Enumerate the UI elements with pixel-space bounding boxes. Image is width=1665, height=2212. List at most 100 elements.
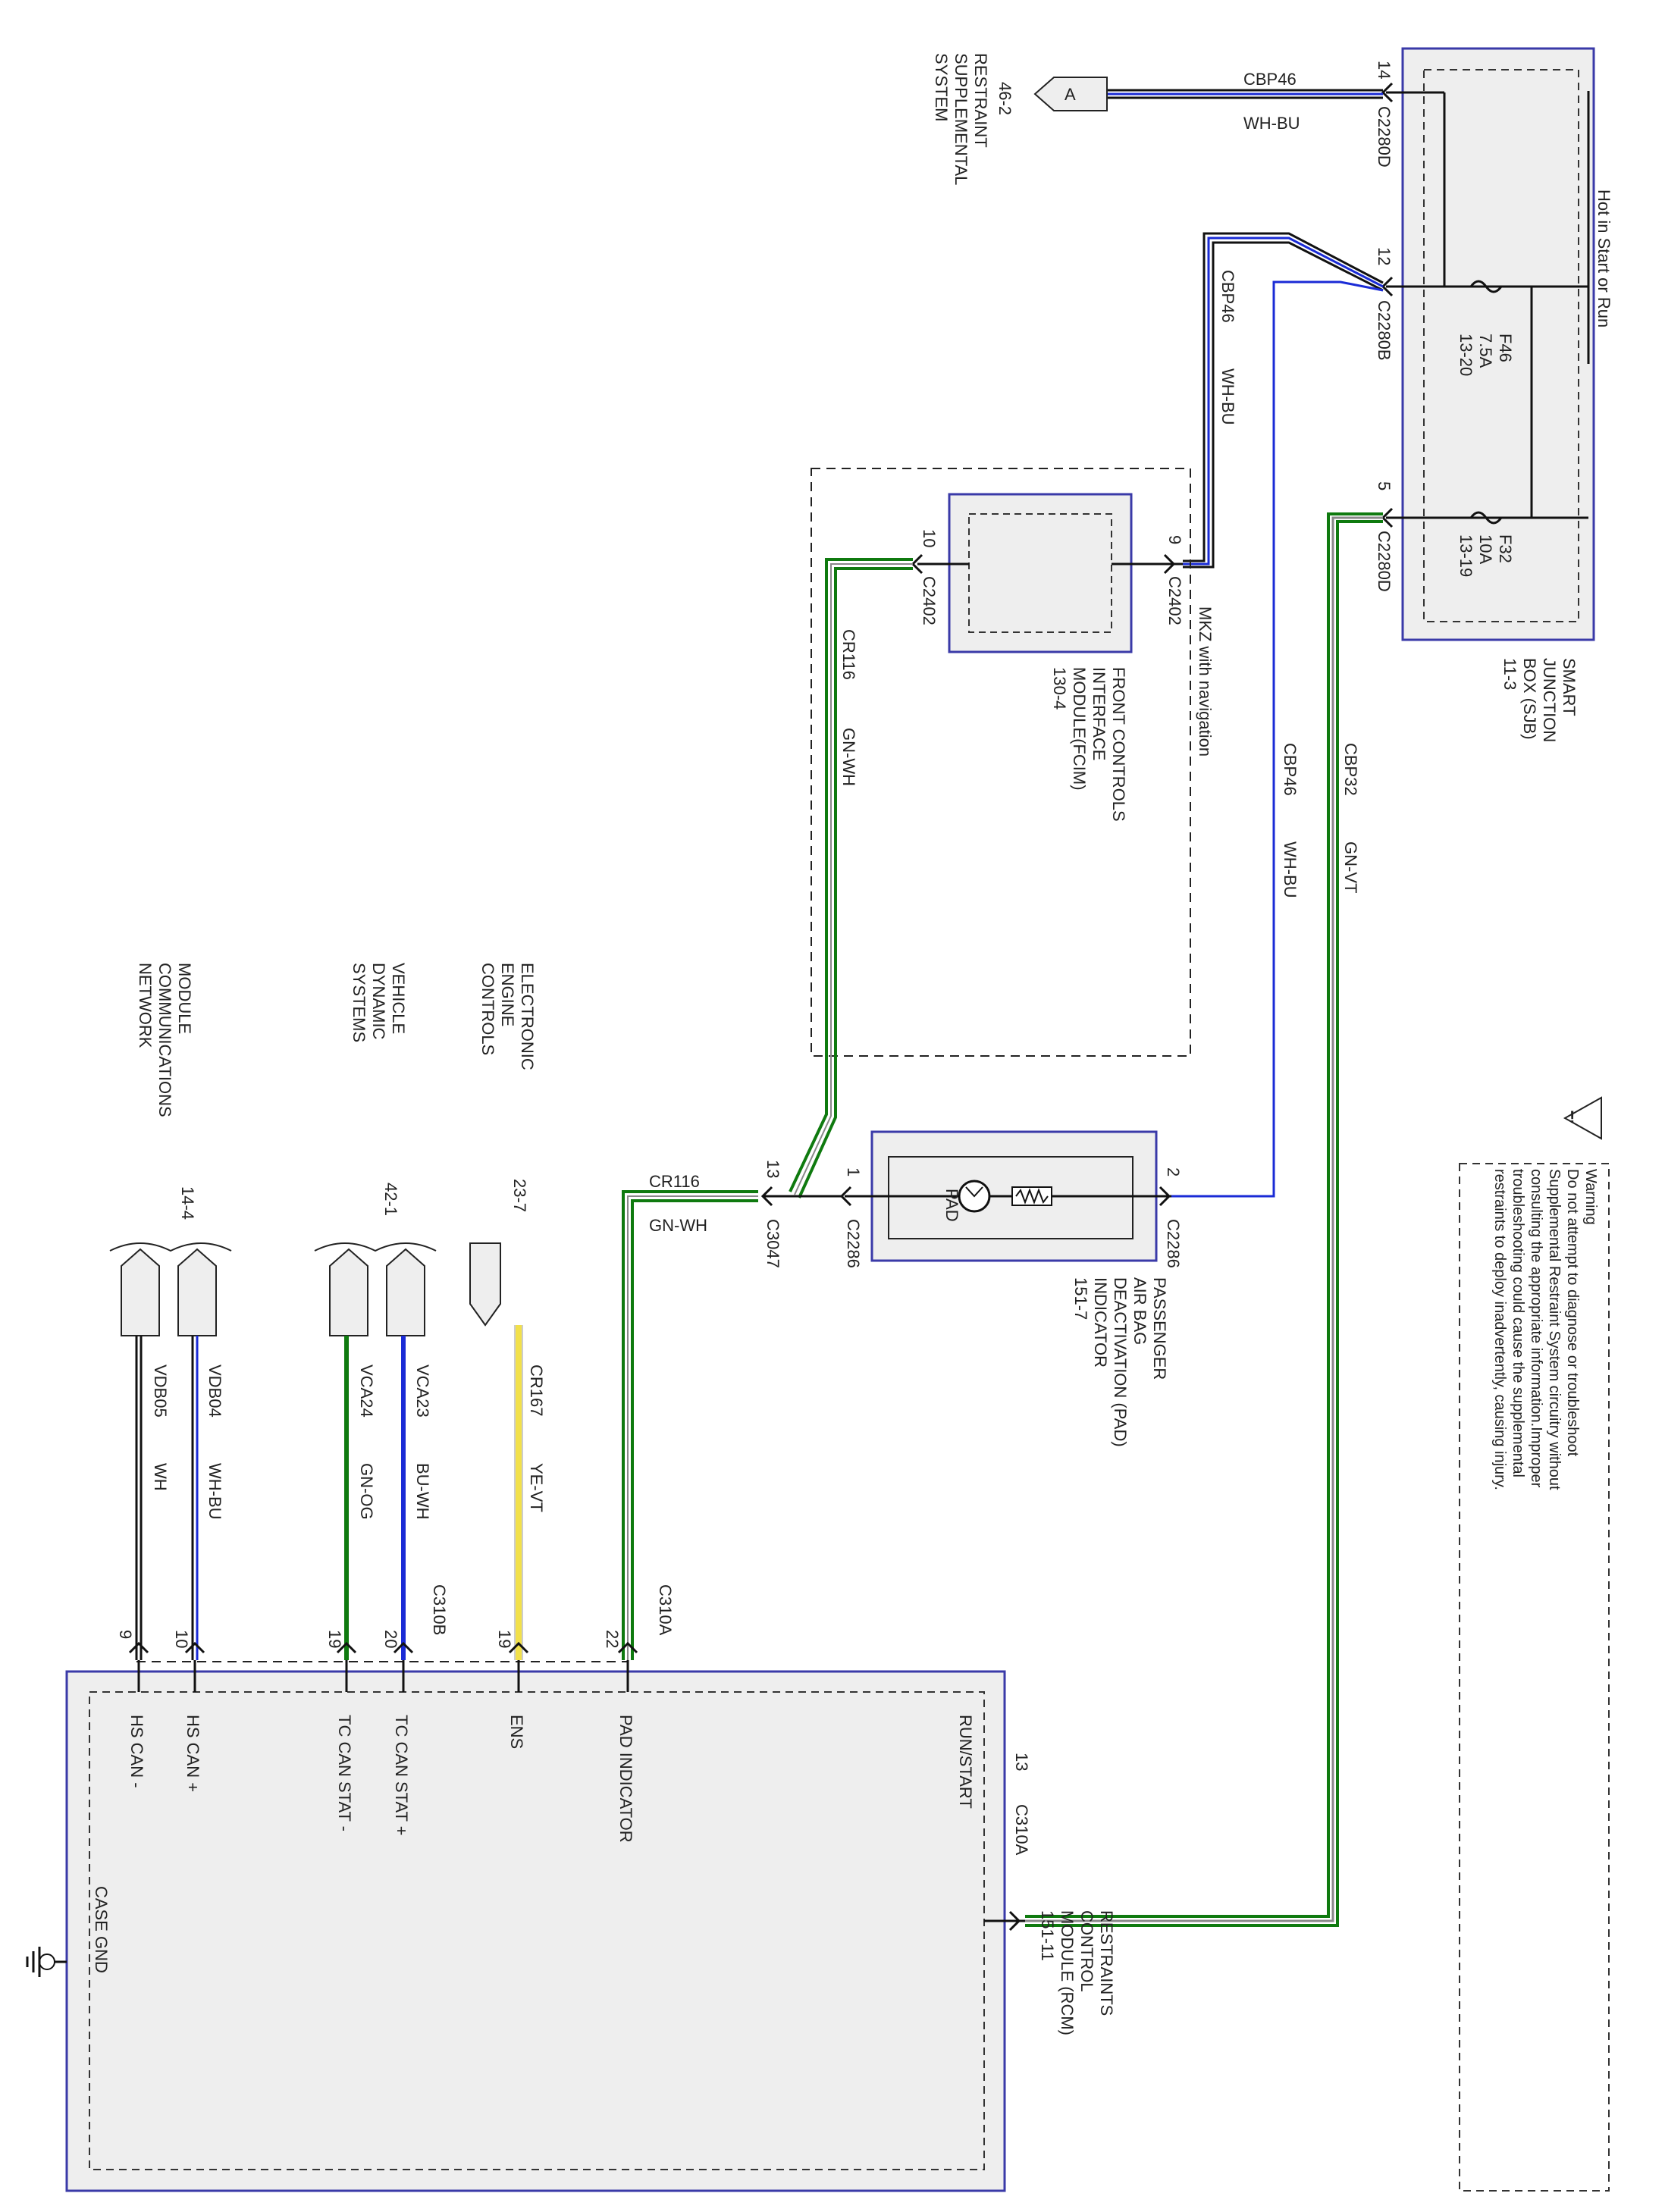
wire-cbp32-color: GN-VT <box>1341 841 1360 893</box>
rcm-tc-can-minus-label: TC CAN STAT - <box>335 1715 354 1831</box>
wire-cr167-circuit: CR167 <box>527 1364 546 1416</box>
pin-20-label: 20 <box>381 1630 400 1648</box>
pad-name-1: PASSENGER <box>1150 1277 1169 1380</box>
wire-cbp46-mid-circuit: CBP46 <box>1218 270 1237 323</box>
mcn-connector-a <box>121 1248 160 1336</box>
vds-reference: VEHICLE DYNAMIC SYSTEMS 42-1 VCA23 BU-WH… <box>314 963 437 1660</box>
c2402-b-label: C2402 <box>920 576 939 625</box>
rcm-tc-can-plus-label: TC CAN STAT + <box>392 1715 411 1836</box>
rss-connector-letter: A <box>1065 85 1076 104</box>
wire-cbp32-circuit: CBP32 <box>1341 743 1360 796</box>
fcim-name-2: INTERFACE <box>1090 667 1108 760</box>
pin-20-arrow <box>393 1641 414 1654</box>
warning-line-1: Warning <box>1582 1169 1599 1225</box>
wire-vdb04-color: WH-BU <box>205 1463 224 1520</box>
vds-code: 42-1 <box>381 1183 400 1216</box>
fuse-f46-ref: 13-20 <box>1456 334 1475 376</box>
sjb-module: Hot in Start or Run F46 7.5A 13-20 F32 1… <box>1386 47 1613 742</box>
wire-cr167-color: YE-VT <box>527 1463 546 1512</box>
pin-1-label: 1 <box>844 1167 863 1176</box>
mcn-connector-b <box>177 1248 217 1336</box>
pin-9-hs-arrow <box>128 1641 149 1654</box>
warning-dashed-box <box>1459 1163 1610 2192</box>
wire-vca23-circuit: VCA23 <box>413 1364 432 1418</box>
pin-9-hs-label: 9 <box>116 1630 135 1639</box>
c2280d-bot-label: C2280D <box>1375 531 1394 592</box>
rss-code: 46-2 <box>996 82 1014 115</box>
pin-10-label: 10 <box>920 529 939 547</box>
c2280b-label: C2280B <box>1375 300 1394 361</box>
mkz-dashed-box <box>811 468 1191 1057</box>
pin-19-tc-label: 19 <box>325 1630 344 1648</box>
wire-cr116-a-color: GN-WH <box>839 728 858 786</box>
fuse-f32-rating: 10A <box>1476 534 1495 564</box>
c2286-a-label: C2286 <box>1164 1219 1183 1268</box>
pin-9-arrow <box>1163 553 1176 575</box>
wire-cbp46-pad-color: WH-BU <box>1281 841 1300 898</box>
fuse-f32-symbol <box>1469 511 1503 525</box>
fuse-f32-ref: 13-19 <box>1456 534 1475 577</box>
rcm-run-start-label: RUN/START <box>956 1715 975 1809</box>
fcim-module: 9 C2402 10 C2402 FRONT CONTROLS INTERFAC… <box>911 493 1184 822</box>
wire-cbp46-pad: CBP46 WH-BU <box>1171 280 1384 1198</box>
pin-5-label: 5 <box>1375 481 1394 490</box>
c310a-top-label: C310A <box>656 1584 675 1636</box>
pin-10-hs-arrow <box>184 1641 205 1654</box>
pin-13-run-arrow <box>1008 1910 1021 1932</box>
pin-19-ens-arrow <box>508 1641 529 1654</box>
sjb-title-4: 11-3 <box>1500 658 1519 690</box>
c2286-b-label: C2286 <box>844 1219 863 1268</box>
fuse-f46-rating: 7.5A <box>1476 334 1495 368</box>
sjb-hot-label: Hot in Start or Run <box>1594 190 1613 327</box>
pin-2-arrow <box>1159 1186 1171 1207</box>
wire-cr116-b-circuit: CR116 <box>649 1172 700 1191</box>
warning-exclamation-icon: ! <box>1569 1108 1575 1126</box>
c2280d-top-label: C2280D <box>1375 106 1394 168</box>
fuse-f32-name: F32 <box>1496 534 1515 563</box>
pad-module: PAD 2 C2286 1 C2286 PASSENGER AIR BAG DE… <box>839 1130 1183 1447</box>
rcm-ens-label: ENS <box>507 1715 526 1749</box>
pad-inner-box <box>888 1156 1134 1239</box>
c2402-a-label: C2402 <box>1165 576 1184 625</box>
fcim-name-1: FRONT CONTROLS <box>1109 667 1128 822</box>
sjb-inner-dashed <box>1423 69 1579 622</box>
warning-block: ! Warning Do not attempt to diagnose or … <box>1459 1096 1610 2192</box>
warning-line-4: consulting the appropriate information.I… <box>1528 1169 1544 1488</box>
eec-code: 23-7 <box>510 1179 529 1212</box>
sjb-title-2: JUNCTION <box>1540 658 1559 742</box>
rss-connector-symbol <box>1033 77 1108 111</box>
eec-reference: ELECTRONIC ENGINE CONTROLS 23-7 CR167 YE… <box>469 963 546 1660</box>
rcm-name-4: 151-11 <box>1038 1910 1057 1961</box>
mcn-reference: MODULE COMMUNICATIONS NETWORK 14-4 VDB04… <box>109 963 232 1660</box>
wire-cr116-b-color: GN-WH <box>649 1216 707 1235</box>
wire-cbp46-pad-circuit: CBP46 <box>1281 743 1300 796</box>
eec-name-3: CONTROLS <box>478 963 497 1055</box>
wire-vdb04-circuit: VDB04 <box>205 1364 224 1418</box>
vds-connector-b <box>386 1248 425 1336</box>
sjb-title-1: SMART <box>1560 658 1579 716</box>
pad-name-5: 151-7 <box>1071 1277 1090 1320</box>
warning-line-6: restraints to deploy inadvertently, caus… <box>1491 1169 1508 1490</box>
mcn-name-2: COMMUNICATIONS <box>155 963 174 1117</box>
wire-cbp46-top-color: WH-BU <box>1243 114 1300 133</box>
pin-13-run-label: 13 <box>1012 1753 1031 1771</box>
rss-reference: A 46-2 RESTRAINT SUPPLEMENTAL SYSTEM <box>932 53 1108 185</box>
warning-line-5: troubleshooting could cause the suppleme… <box>1510 1169 1526 1477</box>
eec-name-2: ENGINE <box>498 963 517 1026</box>
pin-2-label: 2 <box>1164 1167 1183 1176</box>
wire-cbp46-top: CBP46 WH-BU <box>1107 70 1383 133</box>
c310a-run-label: C310A <box>1012 1804 1031 1856</box>
sjb-title-3: BOX (SJB) <box>1520 658 1539 740</box>
fuse-f46-symbol <box>1469 280 1503 293</box>
fcim-inner-dashed <box>968 513 1112 633</box>
pad-name-4: INDICATOR <box>1091 1277 1110 1368</box>
vds-name-1: VEHICLE <box>389 963 408 1034</box>
fuse-f46-name: F46 <box>1496 334 1515 362</box>
rcm-connector-row: C310A 22 19 C310B 20 19 10 9 <box>116 1584 675 1662</box>
wire-vca23-color: BU-WH <box>413 1463 432 1520</box>
wire-cbp46-top-circuit: CBP46 <box>1243 70 1297 89</box>
pin-10-hs-label: 10 <box>172 1630 191 1648</box>
pin-22-arrow <box>617 1641 638 1654</box>
